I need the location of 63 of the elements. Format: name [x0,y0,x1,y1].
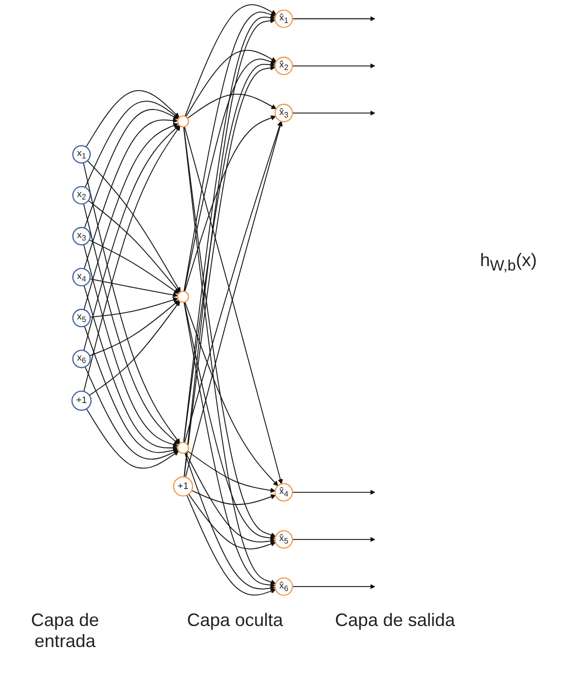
output-function-label: h$_{W,b}$(x) [480,250,537,275]
arrow [88,200,180,293]
node-circle: x̂$_{4}$ [274,483,294,502]
layer-label: Capa de entrada [30,610,100,652]
arrow [83,203,180,445]
arrow [84,284,178,450]
arrow [187,450,276,493]
arrow [84,326,178,454]
arrow [88,300,180,396]
arrow [86,90,180,148]
layer-label: Capa de salida [334,610,456,631]
node-circle: x$_{2}$ [72,186,91,205]
node-circle: x$_{3}$ [72,226,91,246]
arrow [83,124,180,352]
arrow [184,115,276,292]
node-circle: x$_{4}$ [72,268,91,286]
node-circle: x̂$_{6}$ [274,577,294,596]
node-circle: x$_{5}$ [72,308,91,328]
node-circle: x̂$_{2}$ [274,56,294,76]
arrow [292,110,376,116]
arrow [186,494,276,596]
arrow [87,160,181,292]
arrow [292,584,376,590]
arrow [84,100,179,188]
arrow [84,366,178,460]
layer-label: Capa oculta [186,610,284,631]
arrow [88,240,179,294]
arrow [84,118,178,270]
arrow [184,302,276,540]
node-circle: x$_{1}$ [72,145,91,164]
arrow [292,63,376,68]
arrow [191,490,276,505]
node-circle: +1 [71,390,92,411]
arrow [292,16,376,22]
arrow [184,58,276,292]
node-circle: x̂$_{1}$ [274,10,294,28]
arrow [187,94,276,119]
arrow [84,108,178,228]
arrow [90,278,178,298]
arrow [83,162,180,444]
arrow [83,244,178,448]
arrow [84,123,178,310]
arrow [184,452,276,591]
node-circle: x̂$_{3}$ [274,104,294,122]
node-circle [177,290,190,303]
node-circle: x$_{6}$ [72,350,91,368]
node-circle: x̂$_{5}$ [274,530,294,549]
arrow [185,50,276,118]
node-circle: +1 [172,476,194,496]
arrow [86,408,179,469]
node-circle [177,442,190,454]
arrow [188,494,276,550]
arrow [184,301,278,486]
arrow [292,490,376,495]
arrow [184,12,276,292]
arrow [83,126,180,392]
arrow [185,452,276,544]
arrow [292,536,376,542]
node-circle [177,115,190,128]
arrow [184,302,276,588]
arrow [90,297,178,318]
arrow [89,300,180,356]
arrow [184,4,276,117]
